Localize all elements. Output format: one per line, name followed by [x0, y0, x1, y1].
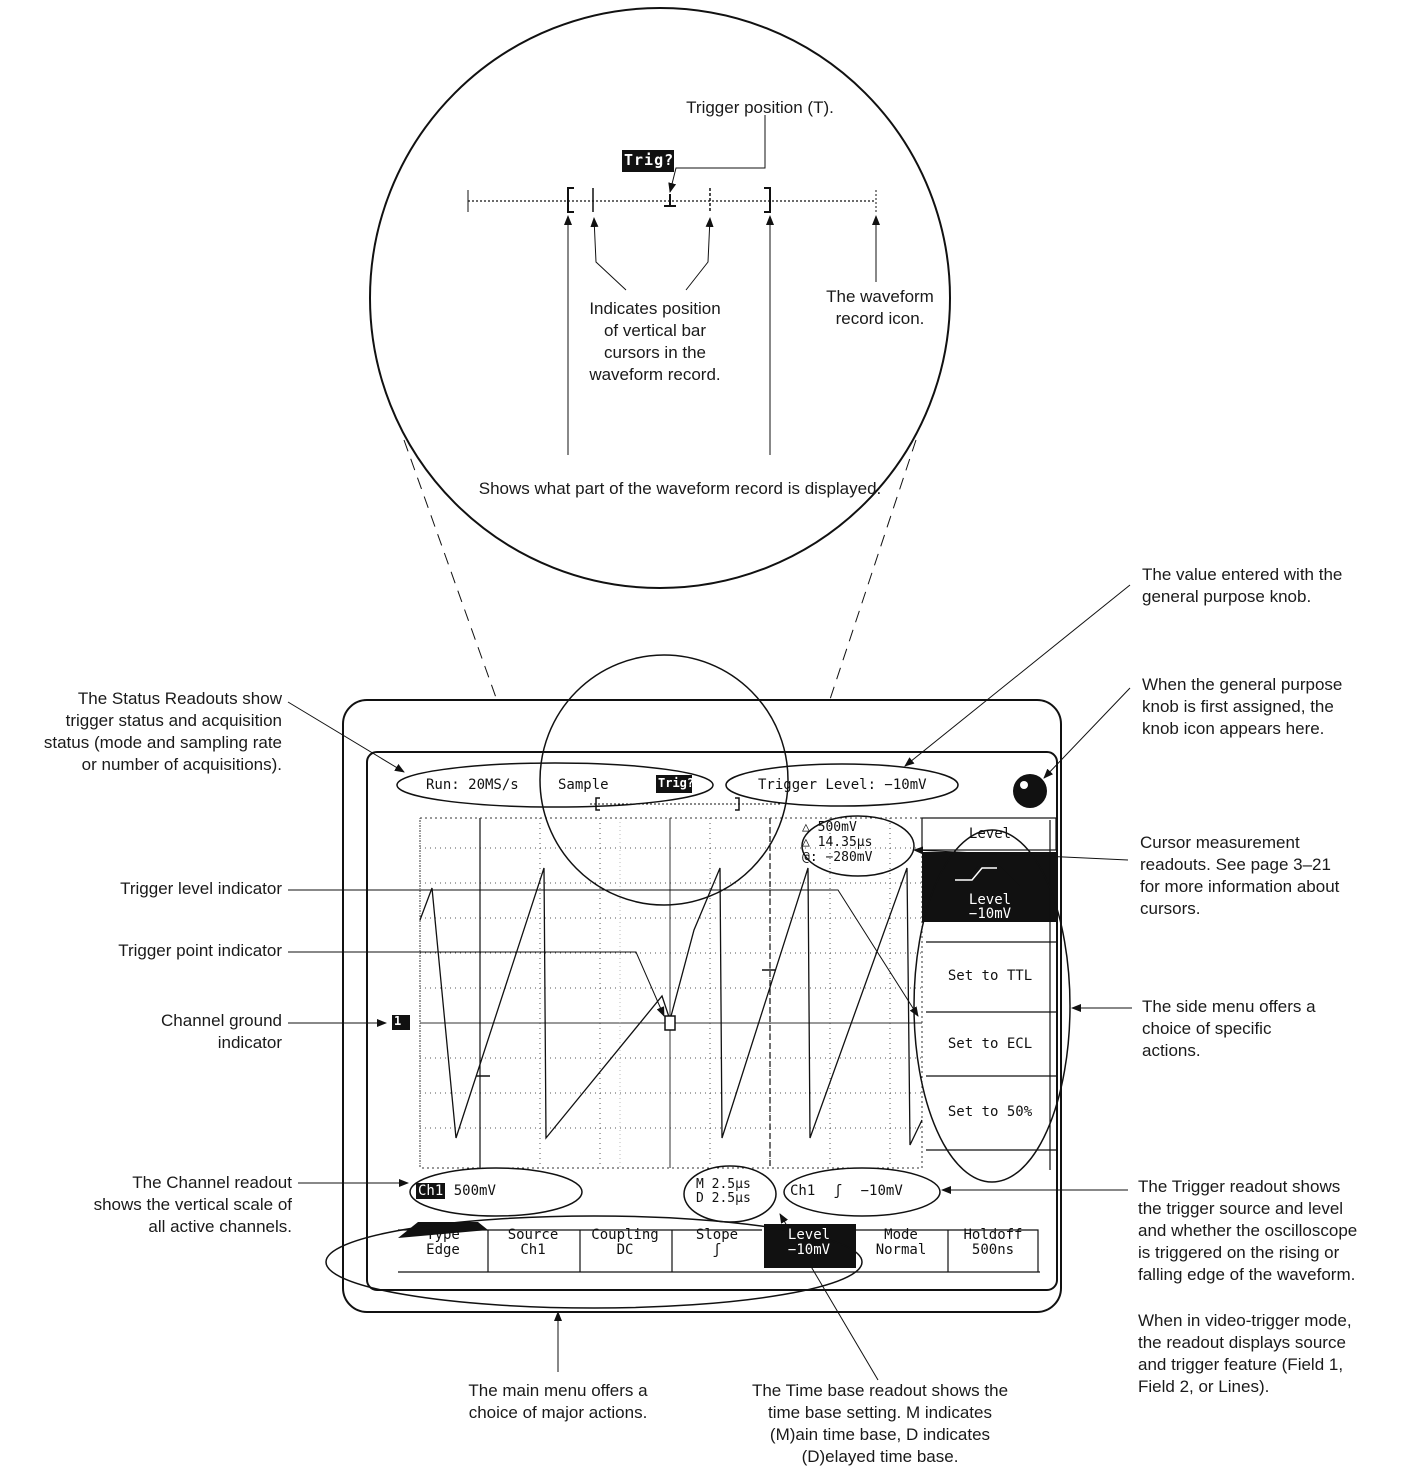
cursor-dt: △ 14.35µs — [802, 835, 873, 850]
side-menu-level-label: Level — [968, 892, 1012, 908]
trigger-slope: ʃ — [833, 1183, 843, 1199]
ground-marker: 1 — [394, 1014, 402, 1028]
side-menu-set-ttl[interactable]: Set to TTL — [947, 968, 1033, 984]
side-menu-level-value: −10mV — [968, 906, 1012, 922]
trigger-source: Ch1 — [790, 1183, 816, 1199]
side-menu-title: Level — [968, 826, 1012, 842]
cursor-at: @: −280mV — [802, 850, 873, 865]
zoom-circle — [369, 7, 951, 589]
timebase-delayed: D 2.5µs — [696, 1191, 751, 1206]
status-mode: Sample — [558, 777, 609, 793]
trigger-t-marker — [664, 194, 676, 207]
cursor-dv: △ 500mV — [802, 820, 857, 835]
status-ellipse — [396, 762, 714, 808]
display-bracket-right — [764, 187, 771, 213]
status-trig: Trig? — [658, 776, 695, 790]
knob-icon — [1013, 774, 1047, 808]
channel-readout: Ch1 500mV — [416, 1183, 496, 1199]
trigger-level-readout-ellipse — [725, 763, 959, 807]
cursor-readout-ellipse — [801, 815, 915, 877]
channel-label: Ch1 — [416, 1183, 446, 1199]
timebase-main: M 2.5µs — [696, 1177, 751, 1192]
side-menu-level-button[interactable]: Level −10mV — [924, 893, 1056, 921]
scope-screen — [366, 751, 1058, 1291]
display-bracket-left — [567, 187, 574, 213]
trigger-point-indicator-label: Trigger point indicator — [118, 941, 282, 960]
zoom-trig-badge: Trig? — [624, 151, 675, 169]
channel-readout-ellipse — [409, 1167, 583, 1217]
side-menu-set-50[interactable]: Set to 50% — [947, 1104, 1033, 1120]
trigger-level-indicator-label: Trigger level indicator — [120, 879, 282, 898]
trigger-level-readout: Trigger Level: −10mV — [758, 777, 927, 793]
displayed-portion-note: Shows what part of the waveform record i… — [478, 479, 882, 498]
main-menu-ellipse — [325, 1215, 863, 1309]
trigger-level: −10mV — [860, 1183, 903, 1199]
small-zoom-circle — [539, 654, 789, 906]
status-run: Run: 20MS/s — [426, 777, 519, 793]
waveform-trace — [419, 867, 923, 1146]
side-menu-set-ecl[interactable]: Set to ECL — [947, 1036, 1033, 1052]
main-menu-level[interactable]: Level−10mV — [787, 1227, 831, 1258]
cursor-readouts: △ 500mV △ 14.35µs @: −280mV — [802, 820, 872, 865]
trigger-position-label: Trigger position (T). — [686, 98, 834, 117]
timebase-readout: M 2.5µs D 2.5µs — [696, 1178, 751, 1206]
video-trigger-annotation: When in video-trigger mode,the readout d… — [1138, 1311, 1352, 1396]
trigger-readout-ellipse — [783, 1167, 941, 1217]
channel-scale: 500mV — [453, 1183, 496, 1199]
trigger-readout: Ch1 ʃ −10mV — [790, 1183, 903, 1199]
ground-marker-bg — [392, 1015, 410, 1030]
side-menu-ellipse — [913, 829, 1071, 1183]
trigger-point-marker — [664, 1015, 676, 1031]
